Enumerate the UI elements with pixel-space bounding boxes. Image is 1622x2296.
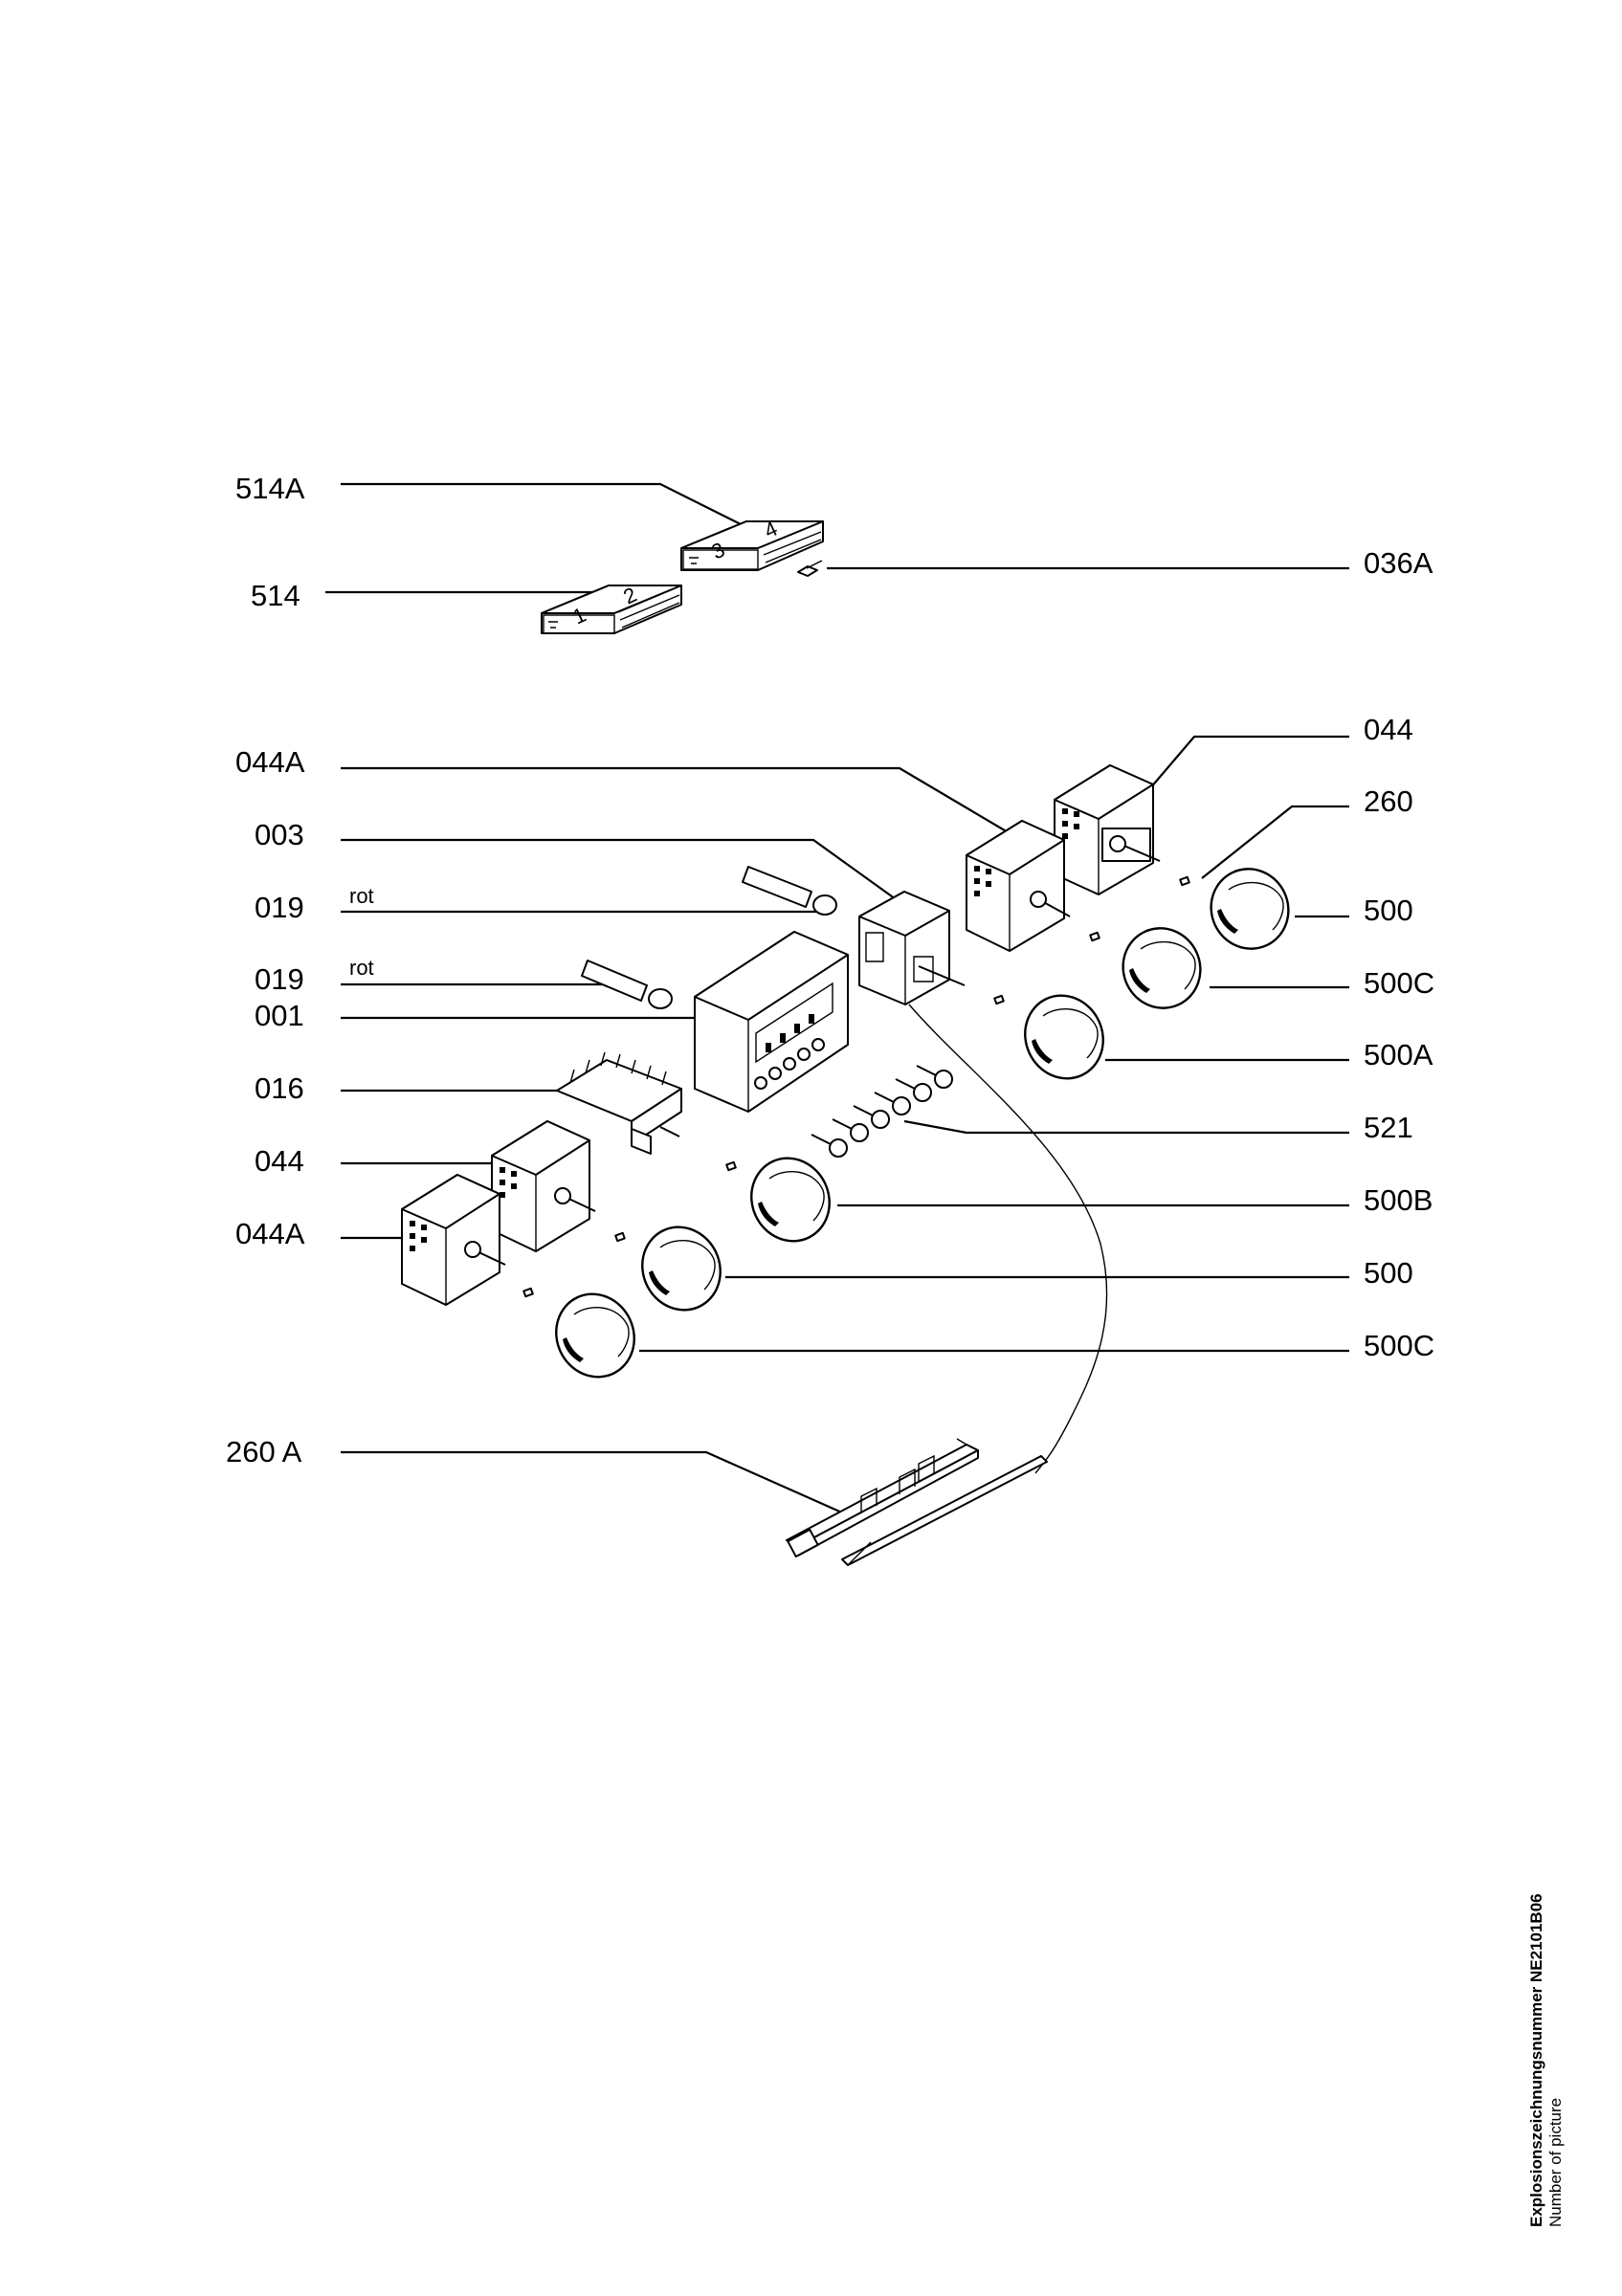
part-500-knob-top — [1210, 868, 1290, 950]
label-001: 001 — [255, 999, 304, 1032]
label-521: 521 — [1364, 1111, 1413, 1144]
part-001-electronic-timer — [694, 931, 849, 1113]
part-044-regulator-left — [491, 1120, 596, 1252]
part-036A-clip — [797, 560, 823, 577]
wire-harness — [908, 1004, 1108, 1474]
drawing-number-subtitle: Number of picture — [1546, 2097, 1565, 2227]
drawing-number-title: Explosionszeichnungsnummer NE2101B06 — [1527, 1893, 1545, 2227]
label-500B: 500B — [1364, 1183, 1433, 1217]
part-500C-knob-bottom — [555, 1292, 635, 1379]
label-044A-top: 044A — [235, 745, 305, 779]
label-036A: 036A — [1364, 546, 1433, 580]
label-044A-left: 044A — [235, 1217, 305, 1250]
part-500C-knob-top — [1122, 927, 1202, 1009]
part-500B-knob — [750, 1157, 831, 1243]
part-044-regulator-top — [1054, 764, 1161, 895]
label-019-b: 019 — [255, 962, 304, 996]
note-rot-a: rot — [349, 884, 374, 908]
note-rot-b: rot — [349, 956, 374, 980]
label-003: 003 — [255, 818, 304, 851]
part-044A-regulator-left — [401, 1174, 506, 1306]
label-500C-bottom: 500C — [1364, 1329, 1434, 1362]
part-003-selector-switch — [858, 891, 966, 1005]
label-500A: 500A — [1364, 1038, 1433, 1071]
part-500A-knob — [1024, 994, 1104, 1080]
label-500C-top: 500C — [1364, 966, 1434, 1000]
leader-lines — [325, 482, 1349, 1523]
label-016: 016 — [255, 1071, 304, 1105]
label-514: 514 — [251, 579, 300, 612]
label-260: 260 — [1364, 784, 1413, 818]
part-260-clips — [522, 875, 1190, 1298]
part-044A-regulator-top — [966, 820, 1071, 952]
label-500-top: 500 — [1364, 894, 1413, 927]
part-016-terminal-block — [556, 1051, 682, 1155]
part-500-knob-bottom — [641, 1225, 722, 1312]
part-514A-switch-block: 3 4 — [680, 517, 824, 571]
label-260A: 260 A — [226, 1435, 302, 1468]
part-019-indicator-lamp-a — [742, 866, 837, 916]
part-514-switch-block: 1 2 — [541, 583, 682, 634]
label-044-right: 044 — [1364, 713, 1413, 746]
part-521-push-buttons — [811, 1065, 953, 1158]
label-044-left: 044 — [255, 1144, 304, 1178]
label-019-a: 019 — [255, 891, 304, 924]
label-514A: 514A — [235, 472, 305, 505]
label-500-bottom: 500 — [1364, 1256, 1413, 1290]
part-260A-bracket — [786, 1438, 1048, 1566]
part-019-indicator-lamp-b — [581, 960, 673, 1009]
drawing-number-footer: Explosionszeichnungsnummer NE2101B06 Num… — [1527, 1893, 1566, 2227]
